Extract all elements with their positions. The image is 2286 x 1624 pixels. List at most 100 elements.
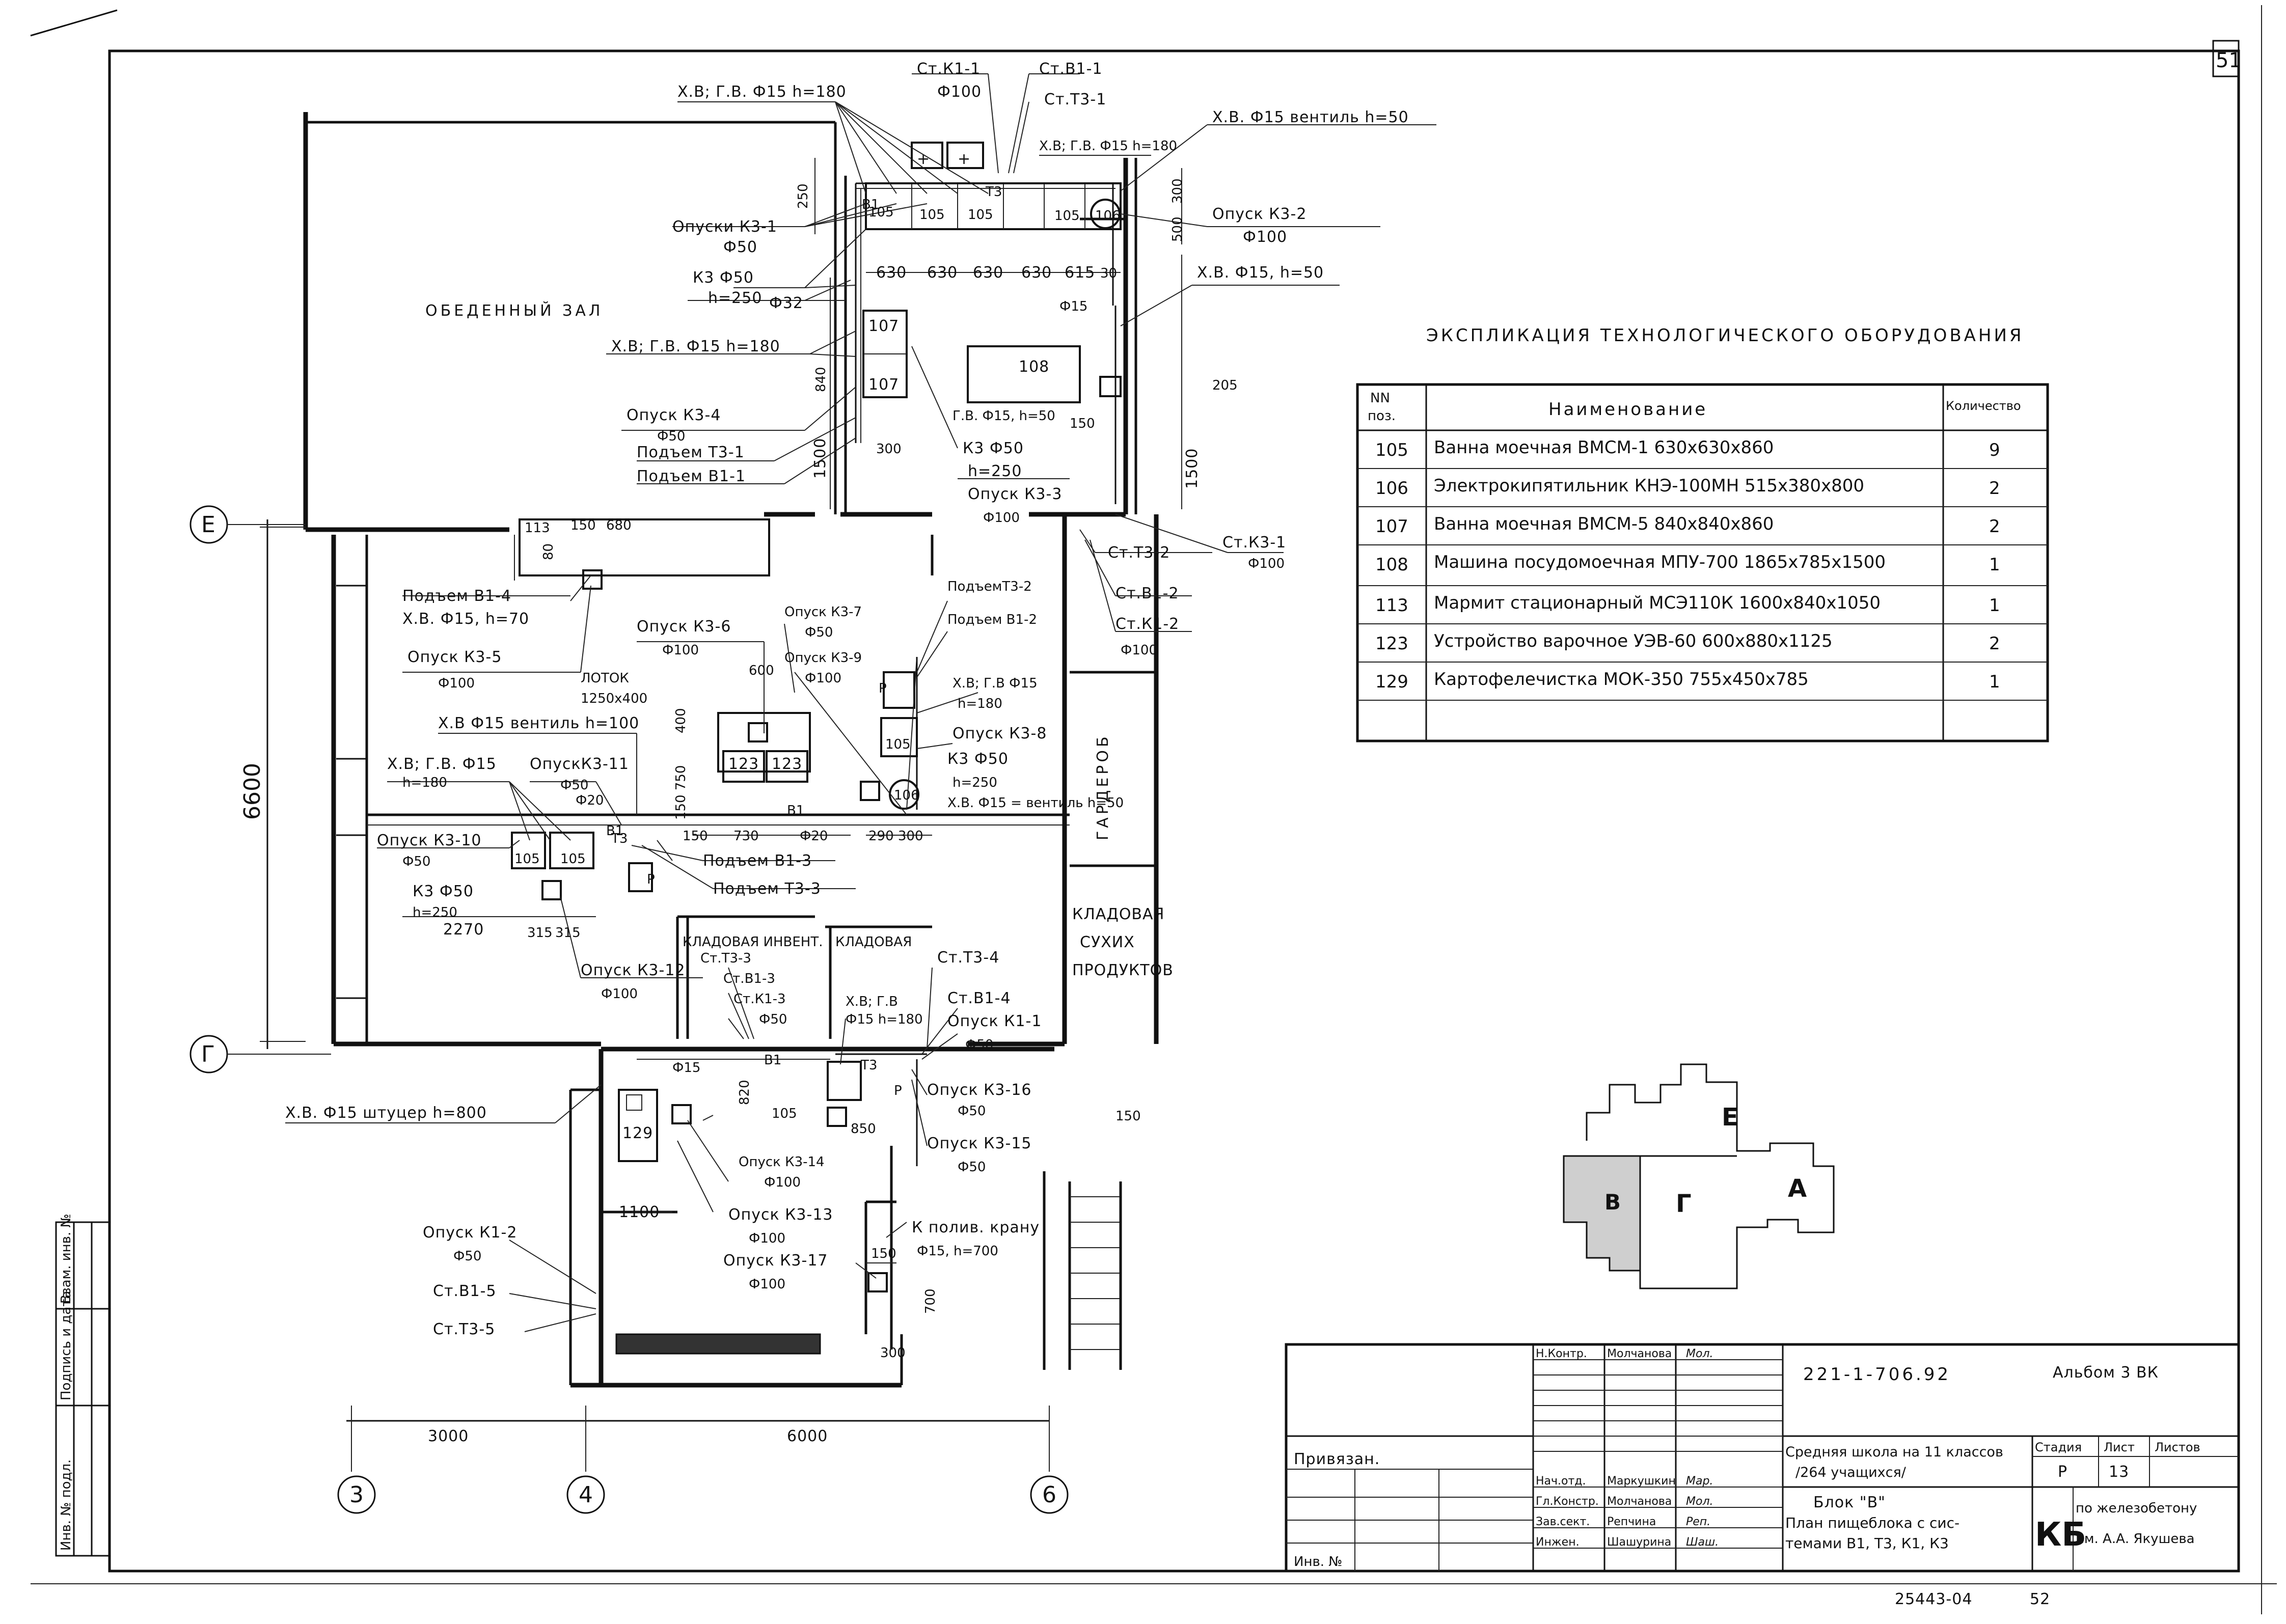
dim-1500-left: 1500: [811, 438, 829, 479]
org-name-line2: им. А.А. Якушева: [2076, 1531, 2195, 1547]
dry-storage-label-3: ПРОДУКТОВ: [1072, 961, 1174, 979]
project-name-line1: Средняя школа на 11 классов: [1785, 1444, 2003, 1460]
dim-600: 600: [749, 663, 774, 678]
drain-label: Опуск К1-1: [947, 1012, 1042, 1030]
pipe-labels: Х.В; Г.В. Ф15 h=180 Ст.К1-1 Ф100 Ст.В1-1…: [285, 60, 1409, 1338]
dim-680: 680: [606, 518, 632, 533]
project-name-line2: /264 учащихся/: [1795, 1465, 1907, 1480]
drain-label: Опуск К3-6: [637, 618, 731, 636]
tag-106: 106: [894, 788, 919, 803]
signature: Шаш.: [1686, 1536, 1719, 1549]
dim-700: 700: [923, 1288, 938, 1314]
pipe-label: Х.В. Ф15 вентиль h=50: [1212, 108, 1409, 126]
riser-label: Подъем Т3-3: [713, 880, 821, 898]
riser-label: Подъем В1-4: [402, 587, 511, 605]
row-pos: 108: [1375, 555, 1408, 575]
key-plan: Е Г А В: [1563, 1063, 1835, 1289]
pipe-diameter: Ф32: [769, 294, 803, 312]
axis-3-label: 3: [349, 1482, 364, 1508]
pipe-label: К3 Ф50: [413, 883, 474, 900]
riser-label: Ст.К1-2: [1115, 615, 1179, 633]
pipe-label: Г.В. Ф15, h=50: [953, 408, 1055, 424]
role-label: Нач.отд.: [1536, 1475, 1586, 1488]
sheet-number: 51: [2216, 49, 2242, 72]
riser-label: Ст.К1-1: [917, 60, 981, 78]
pipe-diameter: Ф100: [1121, 643, 1157, 658]
pipe-diameter: Ф50: [958, 1160, 986, 1175]
pipe-label: Х.В. Ф15 = вентиль h=50: [947, 795, 1124, 811]
tag-107: 107: [868, 376, 899, 394]
bottom-code: 25443-04: [1895, 1590, 1972, 1608]
stage-header: Стадия: [2035, 1440, 2082, 1454]
pipe-label: К полив. крану: [912, 1219, 1040, 1236]
signature: Мол.: [1686, 1495, 1713, 1508]
pipe-diameter: Ф100: [749, 1277, 785, 1292]
dim-315-b: 315: [555, 925, 581, 941]
dim-630-2: 630: [927, 264, 958, 282]
strip-replaced-inv: Взам. инв. №: [59, 1214, 74, 1304]
dim-150-d: 150: [871, 1246, 896, 1261]
row-qty: 2: [1989, 478, 2000, 499]
tag-106: 106: [1095, 208, 1121, 224]
pipe-label: Х.В; Г.В. Ф15: [387, 755, 497, 773]
dimension-texts: 6600 3000 6000 1500 1500 840 300 250 300…: [239, 178, 1238, 1445]
drain-label: Опуск К3-17: [723, 1252, 828, 1270]
dim-6600: 6600: [239, 763, 265, 820]
leader-lines: [285, 73, 1436, 1332]
pipe-label: Х.В; Г.В Ф15: [953, 676, 1038, 691]
dim-820: 820: [737, 1080, 752, 1105]
tag-105: 105: [919, 207, 945, 223]
strip-inv-no: Инв. № подл.: [59, 1460, 74, 1551]
dim-840: 840: [813, 367, 829, 392]
dim-250: 250: [796, 183, 811, 209]
dim-850: 850: [851, 1121, 876, 1137]
row-qty: 9: [1989, 440, 2000, 460]
tag-123: 123: [772, 755, 802, 773]
pipe-diameter: Ф20: [800, 829, 828, 844]
tag-105: 105: [514, 851, 540, 867]
sheet-title-line3: темами В1, Т3, К1, К3: [1785, 1535, 1949, 1552]
pipe-label: Ф15, h=700: [917, 1244, 998, 1259]
pipe-label: Х.В; Г.В. Ф15 h=180: [677, 83, 847, 101]
pipe-code: В1: [787, 803, 804, 818]
pipe-diameter: Ф100: [1248, 556, 1285, 571]
col-qty-header: Количество: [1946, 399, 2021, 413]
drain-label: Опуск К3-8: [953, 725, 1047, 742]
pipe-runs: [509, 182, 1117, 1166]
pipe-diameter: Ф100: [662, 643, 699, 658]
riser-label: Ст.В1-3: [723, 971, 775, 986]
dim-80: 80: [541, 543, 556, 560]
drain-label: Опуск К3-13: [728, 1206, 833, 1224]
pipe-code: В1: [862, 197, 879, 212]
pipe-label: Ф15 h=180: [846, 1012, 923, 1027]
person-name: Шашурина: [1607, 1536, 1671, 1549]
drain-label: ОпускК3-11: [530, 755, 629, 773]
dim-290-300: 290 300: [868, 829, 923, 844]
tag-113: 113: [525, 520, 550, 536]
axis-G-label: Г: [201, 1041, 215, 1067]
signature: Мар.: [1686, 1475, 1713, 1488]
riser-label: Ст.В1-5: [433, 1282, 497, 1300]
sheet-title-line2: План пищеблока с сис-: [1785, 1515, 1960, 1531]
pipe-label: Х.В. Ф15 штуцер h=800: [285, 1104, 487, 1122]
riser-label: Ст.Т3-5: [433, 1320, 495, 1338]
pipe-label: Х.В. Ф15, h=50: [1197, 264, 1324, 282]
row-name: Картофелечистка МОК-350 755х450х785: [1434, 669, 1809, 690]
pipe-label: h=250: [953, 775, 997, 790]
row-qty: 1: [1989, 555, 2000, 575]
grid-axes: Е Г 3 4 6: [189, 505, 1069, 1514]
row-pos: 113: [1375, 595, 1408, 616]
key-plan-A: А: [1788, 1174, 1807, 1203]
pipe-code: Т3: [611, 831, 628, 846]
pipe-diameter: Ф15: [672, 1060, 700, 1076]
pipe-label: Х.В; Г.В. Ф15 h=180: [611, 338, 780, 355]
pipe-label: h=180: [958, 696, 1002, 711]
tag-105: 105: [885, 737, 911, 752]
riser-label: Ст.К1-3: [733, 992, 786, 1007]
row-qty: 2: [1989, 634, 2000, 654]
pipe-diameter: Ф50: [560, 778, 588, 793]
person-name: Репчина: [1607, 1516, 1656, 1528]
tray-label: ЛОТОК: [581, 671, 629, 686]
